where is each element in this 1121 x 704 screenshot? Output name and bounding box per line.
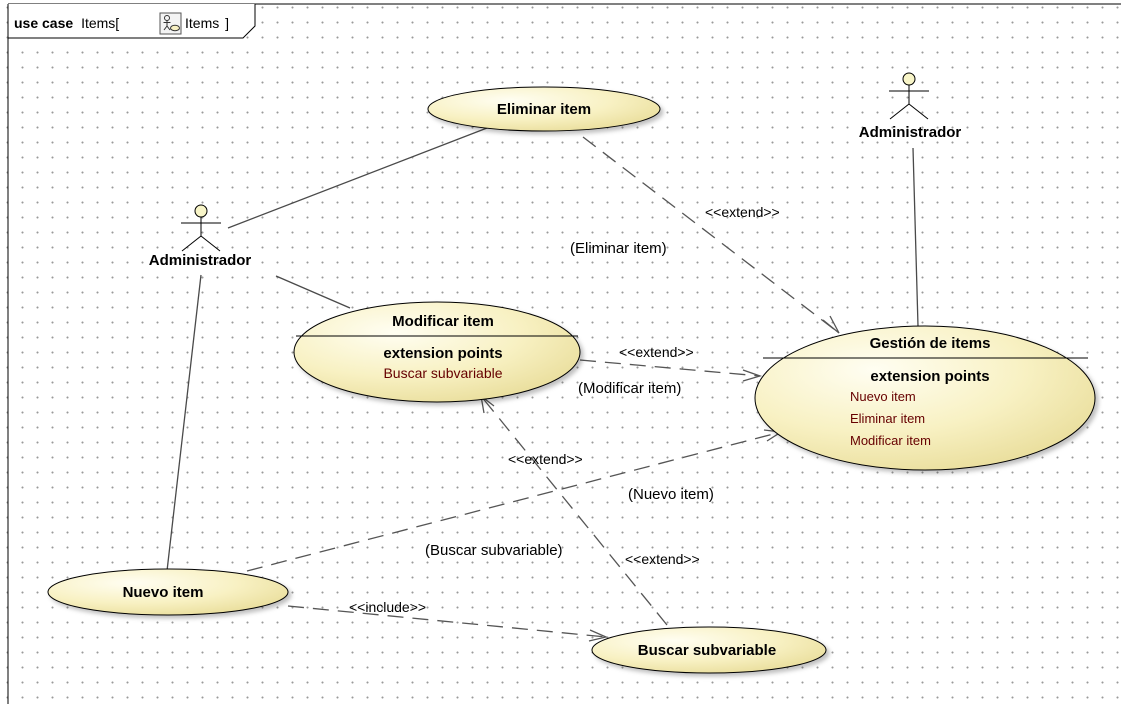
extend-label-modificar: <<extend>> [619,344,694,360]
actor-head [194,204,208,218]
usecase-label: Eliminar item [497,101,591,118]
actor-administrador-right[interactable]: Administrador [859,72,962,141]
svg-text:Items ]: Items ] [185,15,229,31]
diagram-frame: use case Items[ Items ] [7,3,1121,704]
usecase-label: Gestión de items [870,335,991,352]
dependencies [246,136,840,642]
frame-close: ] [225,15,229,31]
extend-nuevo-line [246,431,782,572]
include-line [287,605,607,638]
relation-labels: <<extend>> (Eliminar item) <<extend>> (M… [349,204,780,615]
svg-text:use case Items[: use case Items[ [14,15,119,31]
extension-points-title: extension points [383,345,502,362]
associations [166,127,919,572]
actor-label: Administrador [149,252,252,269]
extend-condition-buscar: (Buscar subvariable) [425,542,563,559]
extend-condition-nuevo: (Nuevo item) [628,486,714,503]
assoc-admin-gestion [912,147,919,327]
extend-label-buscar: <<extend>> [625,551,700,567]
usecase-nuevo-item[interactable]: Nuevo item [47,568,289,616]
usecase-modificar-item[interactable]: Modificar item extension points Buscar s… [293,301,581,403]
actor-administrador-left[interactable]: Administrador [149,204,252,269]
usecase-label: Buscar subvariable [638,642,776,659]
assoc-admin-nuevo [166,274,202,572]
use-case-diagram-icon [159,12,182,35]
extension-point-item: Eliminar item [850,411,925,426]
frame-header-tab [7,4,256,39]
extend-eliminar-line [582,136,840,334]
extend-modificar-arrowhead [742,369,763,382]
extend-eliminar-arrowhead [822,315,840,334]
extend-modificar-line [579,359,761,377]
extend-buscar-line [480,395,668,626]
usecase-label: Nuevo item [123,584,204,601]
frame-name: Items[ [81,15,119,31]
extension-point-item: Nuevo item [850,389,916,404]
extend-condition-modificar: (Modificar item) [578,380,681,397]
frame-keyword: use case [14,15,73,31]
include-label: <<include>> [349,599,426,615]
extension-point-item: Buscar subvariable [383,365,502,381]
assoc-admin-modificar [275,275,351,309]
extend-label-nuevo: <<extend>> [508,451,583,467]
extension-points-title: extension points [870,368,989,385]
actor-label: Administrador [859,124,962,141]
extension-point-item: Modificar item [850,433,931,448]
usecase-gestion-de-items[interactable]: Gestión de items extension points Nuevo … [754,325,1096,471]
frame-ref-name: Items [185,15,219,31]
usecase-buscar-subvariable[interactable]: Buscar subvariable [591,626,827,674]
usecase-eliminar-item[interactable]: Eliminar item [427,86,661,132]
extend-condition-eliminar: (Eliminar item) [570,240,667,257]
extend-label-eliminar: <<extend>> [705,204,780,220]
usecase-label: Modificar item [392,313,494,330]
actor-head [902,72,916,86]
assoc-admin-eliminar [227,127,488,229]
include-arrowhead [588,629,609,642]
